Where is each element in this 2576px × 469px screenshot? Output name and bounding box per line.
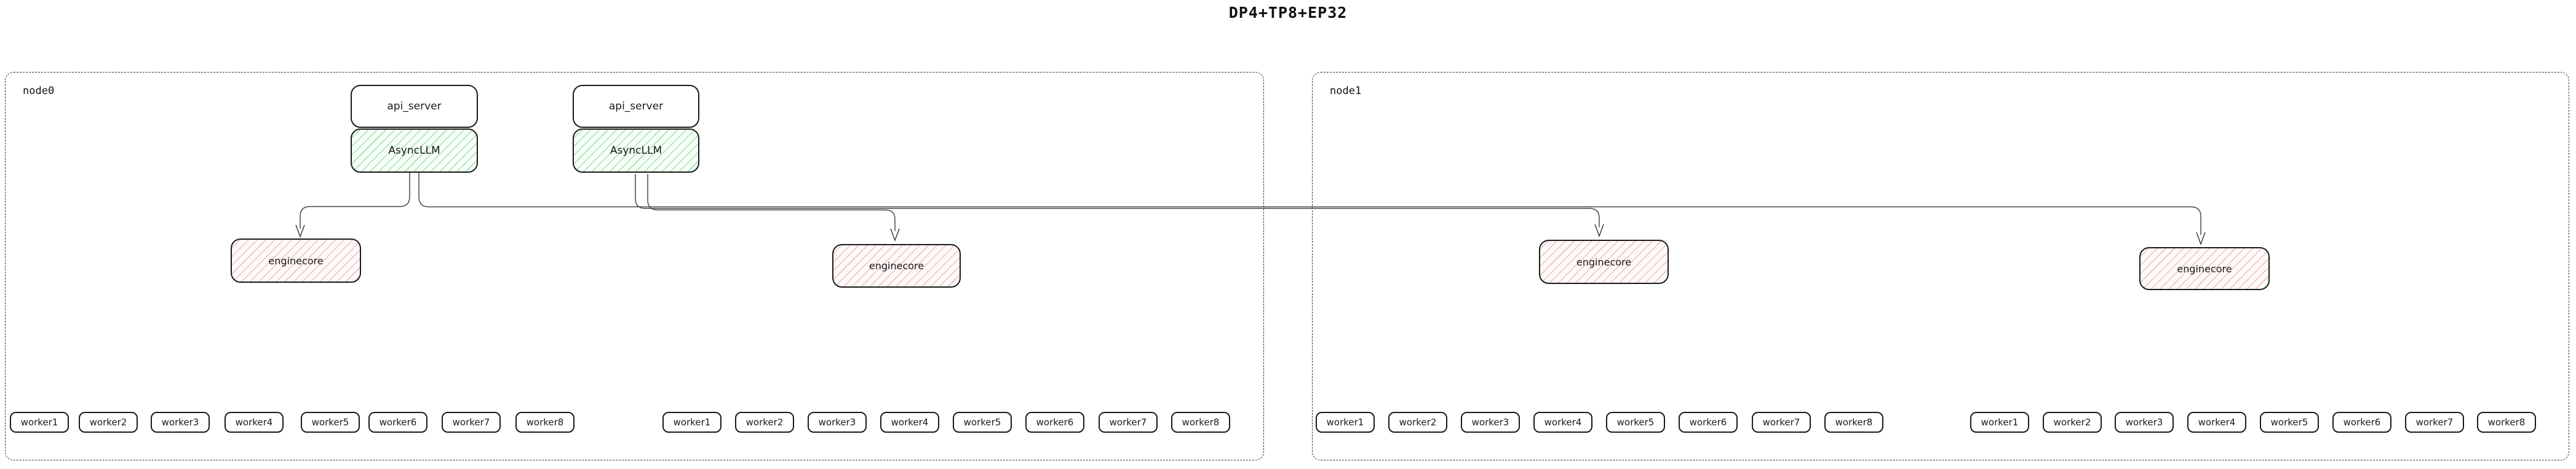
worker-box: worker6: [2332, 412, 2391, 433]
worker-box: worker1: [662, 412, 722, 433]
worker-box: worker1: [1970, 412, 2029, 433]
asyncllm-box-2: AsyncLLM: [573, 128, 699, 173]
worker-box: worker8: [515, 412, 574, 433]
worker-box: worker1: [1316, 412, 1375, 433]
worker-box: worker2: [79, 412, 138, 433]
worker-box: worker7: [1752, 412, 1811, 433]
enginecore-box-4: enginecore: [2139, 247, 2270, 290]
worker-box: worker6: [1025, 412, 1084, 433]
worker-box: worker7: [442, 412, 501, 433]
enginecore-box-2: enginecore: [832, 244, 961, 288]
api-server-box-2: api_server: [573, 85, 699, 128]
enginecore-box-3: enginecore: [1539, 240, 1669, 284]
worker-box: worker5: [2260, 412, 2319, 433]
enginecore-box-1: enginecore: [231, 238, 361, 283]
worker-box: worker5: [953, 412, 1012, 433]
asyncllm-box-1: AsyncLLM: [351, 128, 478, 173]
worker-box: worker8: [1824, 412, 1883, 433]
worker-box: worker7: [1099, 412, 1158, 433]
cluster-node1: node1: [1312, 72, 2569, 460]
worker-box: worker4: [1533, 412, 1592, 433]
worker-box: worker2: [1388, 412, 1447, 433]
worker-box: worker2: [2043, 412, 2102, 433]
worker-box: worker3: [151, 412, 210, 433]
api-server-box-1: api_server: [351, 85, 478, 128]
worker-box: worker6: [368, 412, 427, 433]
worker-box: worker3: [1461, 412, 1520, 433]
worker-box: worker4: [880, 412, 939, 433]
cluster-node1-label: node1: [1330, 85, 1362, 97]
worker-box: worker3: [2115, 412, 2174, 433]
cluster-node0: node0: [5, 72, 1264, 460]
worker-box: worker6: [1679, 412, 1738, 433]
worker-box: worker7: [2405, 412, 2464, 433]
worker-box: worker8: [2477, 412, 2536, 433]
worker-box: worker1: [10, 412, 69, 433]
worker-box: worker5: [1606, 412, 1665, 433]
worker-box: worker4: [225, 412, 284, 433]
worker-box: worker8: [1171, 412, 1230, 433]
cluster-node0-label: node0: [23, 85, 55, 97]
worker-box: worker4: [2187, 412, 2246, 433]
page-title: DP4+TP8+EP32: [1228, 4, 1348, 22]
worker-box: worker3: [808, 412, 867, 433]
worker-box: worker2: [735, 412, 794, 433]
worker-box: worker5: [301, 412, 360, 433]
